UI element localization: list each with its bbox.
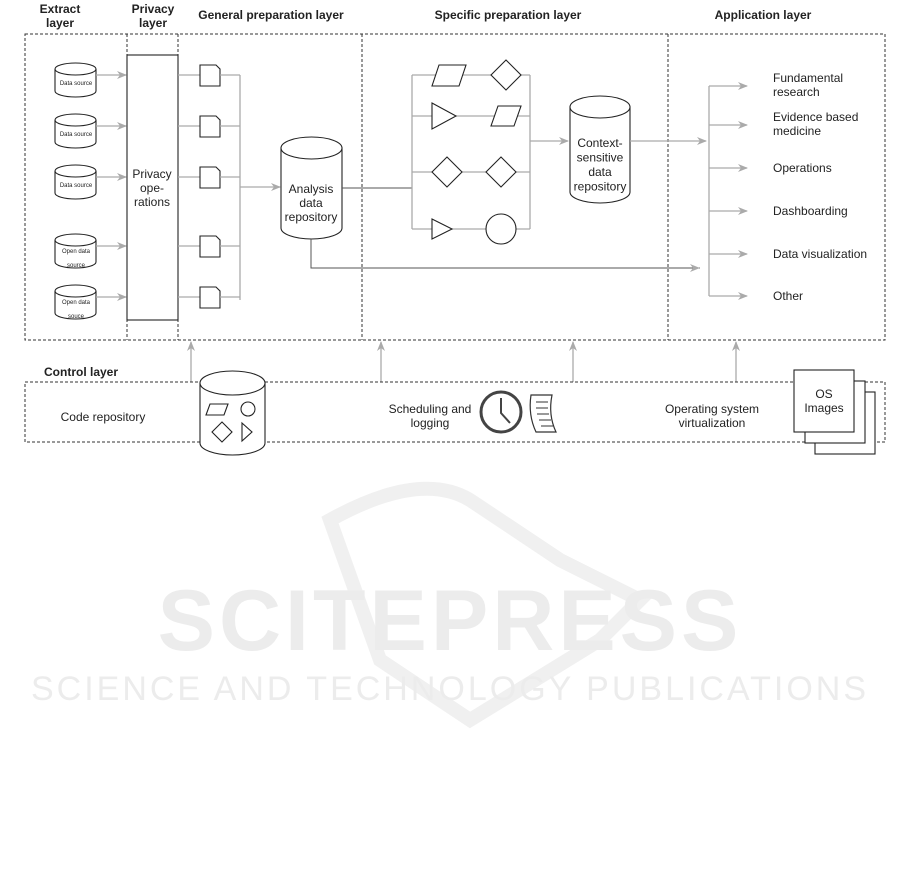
document-icon xyxy=(199,115,221,138)
clock-icon xyxy=(479,390,523,434)
data-source-label: souce xyxy=(68,314,85,320)
data-source-cylinder: Data source xyxy=(54,113,97,149)
data-source-label: source xyxy=(67,263,86,269)
analysis-bypass-line xyxy=(310,239,700,269)
application-item: Operations xyxy=(773,161,832,175)
data-source-label: Data source xyxy=(60,132,93,138)
parallelogram-shape xyxy=(431,64,467,87)
bypass-arrowhead xyxy=(690,264,700,272)
prepared-documents xyxy=(178,64,240,309)
privacy-operations-box xyxy=(126,54,179,321)
triangle-shape xyxy=(431,218,454,240)
data-source-cylinder: Open data source xyxy=(54,233,97,269)
general-layer-heading: General preparation layer xyxy=(198,8,344,22)
diamond-shape xyxy=(490,59,522,91)
specific-layer-heading: Specific preparation layer xyxy=(435,8,582,22)
application-item: Data visualization xyxy=(773,247,867,261)
triangle-shape xyxy=(431,102,458,130)
application-item: Dashboarding xyxy=(773,204,848,218)
data-source-label: Open data xyxy=(62,249,91,255)
parallelogram-shape xyxy=(490,105,522,127)
layers-frame xyxy=(24,33,886,341)
watermark: SCITEPRESS SCIENCE AND TECHNOLOGY PUBLIC… xyxy=(31,481,869,729)
document-icon xyxy=(199,64,221,87)
data-source-cylinder: Data source xyxy=(54,164,97,200)
circle-shape xyxy=(485,213,517,245)
diamond-shape xyxy=(485,156,517,188)
code-repository-label: Code repository xyxy=(61,410,146,424)
control-layer-frame xyxy=(24,381,886,443)
specific-pipelines xyxy=(411,59,531,245)
application-layer-heading: Application layer xyxy=(715,8,812,22)
watermark-subtitle: SCIENCE AND TECHNOLOGY PUBLICATIONS xyxy=(31,670,869,708)
diamond-shape xyxy=(431,156,463,188)
data-source-cylinder: Open data souce xyxy=(54,284,97,320)
document-icon xyxy=(199,166,221,189)
data-source-label: Data source xyxy=(60,183,93,189)
watermark-title: SCITEPRESS xyxy=(158,573,743,669)
document-icon xyxy=(199,286,221,309)
log-scroll-icon xyxy=(529,394,557,433)
document-icon xyxy=(199,235,221,258)
data-source-label: Open data xyxy=(62,300,91,306)
application-item: Other xyxy=(773,289,803,303)
data-source-label: Data source xyxy=(60,81,93,87)
code-repository-icon xyxy=(199,370,266,456)
data-source-cylinder: Data source xyxy=(54,62,97,98)
control-layer-heading: Control layer xyxy=(44,365,118,379)
